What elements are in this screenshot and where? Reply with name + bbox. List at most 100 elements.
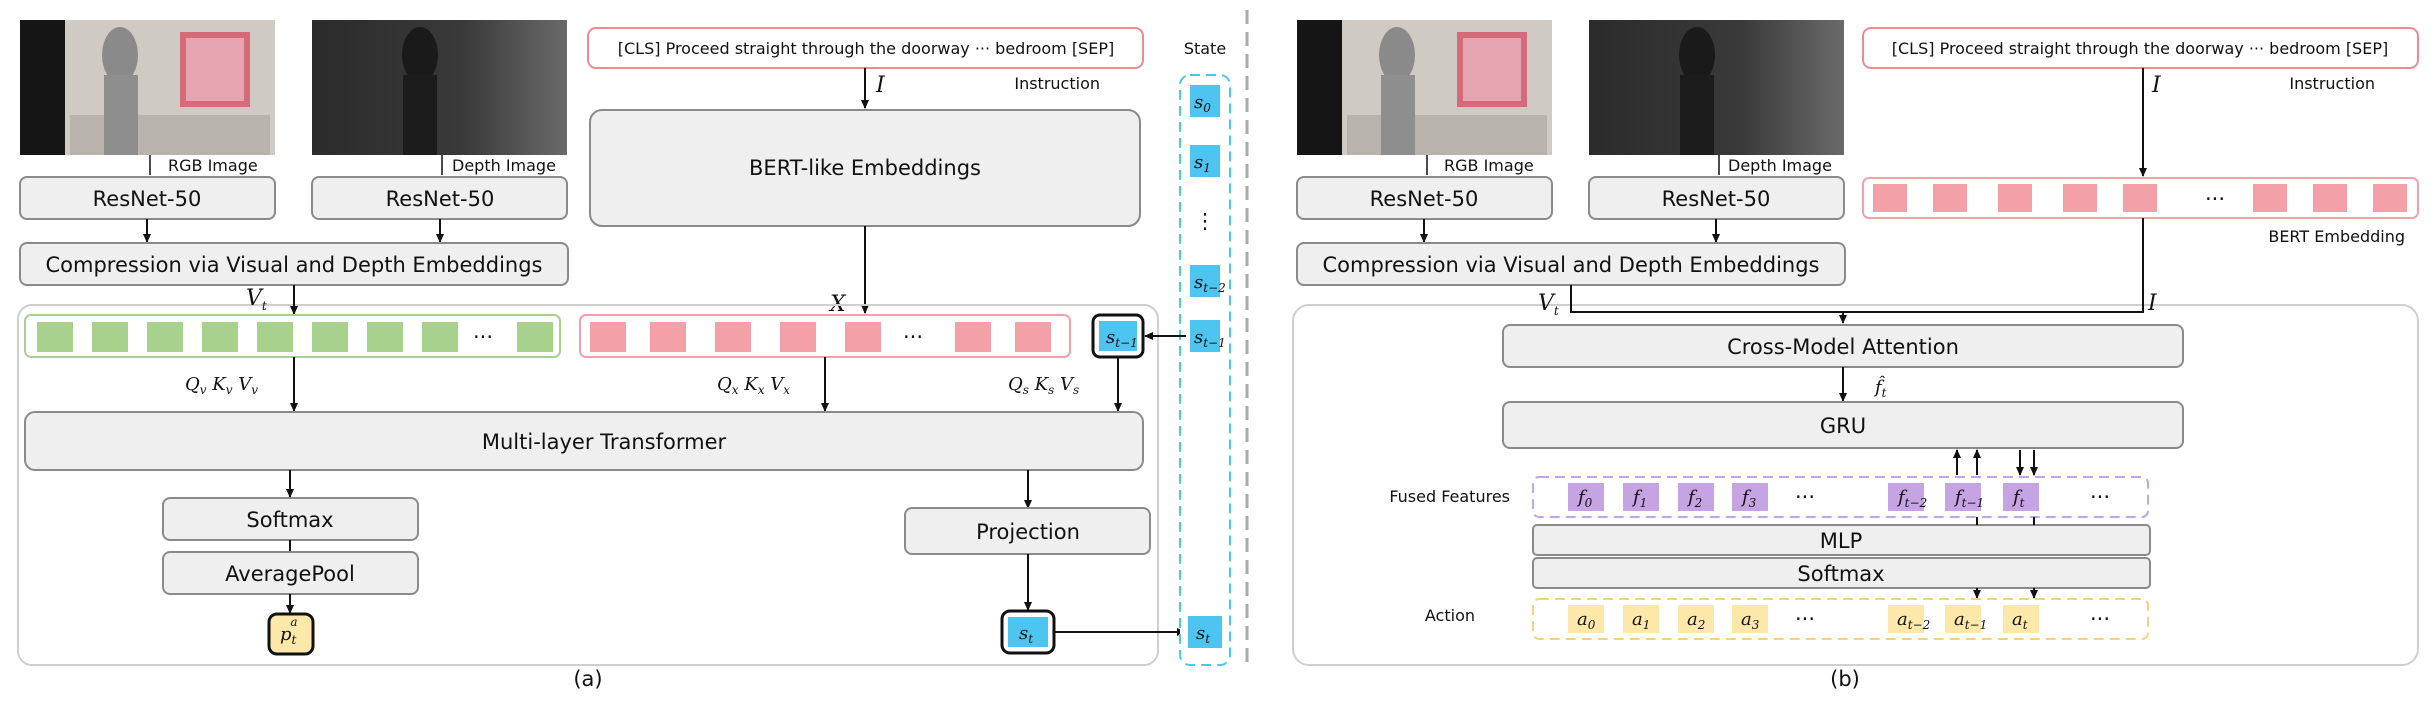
fhat-label: f̂t [1873, 375, 1887, 400]
mlp-label: MLP [1820, 529, 1862, 553]
bert-token-6 [2313, 184, 2347, 212]
i-var-b: I [2147, 291, 2158, 316]
qkv-x-label: Qx Kx Vx [717, 374, 790, 397]
visual-token-4 [257, 322, 293, 352]
fused-token-6 [1945, 483, 1981, 511]
instruction-label-a: Instruction [1014, 74, 1100, 93]
bert-token-0 [1873, 184, 1907, 212]
fused-token-2 [1678, 483, 1714, 511]
language-token-3 [780, 322, 816, 352]
caption-b: (b) [1830, 667, 1860, 691]
bert-token-3 [2063, 184, 2097, 212]
language-token-0 [590, 322, 626, 352]
language-token-4 [845, 322, 881, 352]
action-token-7 [2003, 605, 2039, 633]
rgb-image-b [1297, 20, 1552, 155]
bert-token-2 [1998, 184, 2032, 212]
instruction-text-a: [CLS] Proceed straight through the doorw… [618, 39, 1114, 58]
state-item-4 [1190, 320, 1220, 352]
fused-features-label: Fused Features [1389, 487, 1510, 506]
resnet-rgb-label-b: ResNet-50 [1370, 187, 1479, 211]
state-item-3 [1190, 265, 1220, 297]
panel-b: RGB Image Depth Image ResNet-50 ResNet-5… [1292, 20, 2419, 691]
qkv-v-label: Qv Kv Vv [185, 374, 258, 397]
fused-ellipsis-2: ··· [2090, 485, 2110, 509]
transformer-label: Multi-layer Transformer [482, 430, 727, 454]
vt-var-a: Vt [246, 286, 267, 313]
bert-token-7 [2373, 184, 2407, 212]
action-ellipsis-2: ··· [2090, 607, 2110, 631]
mlp-box [1532, 524, 2151, 556]
action-token-3 [1732, 605, 1768, 633]
bert-token-5 [2253, 184, 2287, 212]
state-buffer [1179, 74, 1231, 666]
state-current-token [1008, 617, 1048, 647]
state-item-1 [1190, 145, 1220, 177]
fused-token-7 [2003, 483, 2039, 511]
visual-token-5 [312, 322, 348, 352]
language-tokens: ··· [590, 322, 1051, 352]
language-token-6 [1015, 322, 1051, 352]
bert-embedding-label: BERT Embedding [2268, 227, 2405, 246]
action-ellipsis: ··· [1795, 607, 1815, 631]
visual-token-3 [202, 322, 238, 352]
action-token-1 [1623, 605, 1659, 633]
compression-label-b: Compression via Visual and Depth Embeddi… [1323, 253, 1820, 277]
language-token-ellipsis: ··· [903, 325, 923, 349]
softmax-label-b: Softmax [1797, 562, 1884, 586]
bert-label-a: BERT-like Embeddings [749, 156, 981, 180]
state-item-last [1188, 616, 1222, 648]
visual-token-0 [37, 322, 73, 352]
state-ellipsis: ⋮ [1195, 209, 1216, 233]
language-token-1 [650, 322, 686, 352]
projection-label: Projection [976, 520, 1080, 544]
depth-image-label-a: Depth Image [452, 156, 556, 175]
main-container-a [17, 304, 1159, 666]
fused-token-3 [1732, 483, 1768, 511]
depth-image-label-b: Depth Image [1728, 156, 1832, 175]
action-token-0 [1568, 605, 1604, 633]
softmax-label-a: Softmax [246, 508, 333, 532]
visual-token-7 [422, 322, 458, 352]
main-container-b [1292, 304, 2419, 666]
language-token-5 [955, 322, 991, 352]
cross-attention-label: Cross-Model Attention [1727, 335, 1959, 359]
averagepool-label: AveragePool [225, 562, 355, 586]
instruction-label-b: Instruction [2289, 74, 2375, 93]
action-prob-node [267, 612, 315, 656]
state-title: State [1184, 39, 1226, 58]
bert-embedding-tokens: ··· [1873, 184, 2407, 212]
instruction-var-b: I [2151, 73, 2162, 98]
language-token-2 [715, 322, 751, 352]
panel-a: RGB Image Depth Image ResNet-50 ResNet-5… [17, 20, 1186, 691]
visual-token-2 [147, 322, 183, 352]
action-token-6 [1945, 605, 1981, 633]
gru-label: GRU [1820, 414, 1866, 438]
bert-token-1 [1933, 184, 1967, 212]
state-prev-label: st−1 [1106, 327, 1138, 350]
resnet-depth-label-b: ResNet-50 [1662, 187, 1771, 211]
softmax-box-b [1532, 557, 2151, 589]
visual-token-8 [517, 322, 553, 352]
caption-a: (a) [573, 667, 602, 691]
rgb-image-label-b: RGB Image [1444, 156, 1534, 175]
action-label: Action [1425, 606, 1475, 625]
bert-token-4 [2123, 184, 2157, 212]
state-item-0 [1190, 85, 1220, 117]
depth-image-b [1589, 20, 1844, 155]
resnet-rgb-label-a: ResNet-50 [93, 187, 202, 211]
rgb-image-a [20, 20, 275, 155]
fused-token-0 [1568, 483, 1604, 511]
bert-token-ellipsis: ··· [2205, 187, 2225, 211]
visual-tokens: ··· [37, 322, 553, 352]
gru-box [1502, 401, 2184, 449]
instruction-text-b: [CLS] Proceed straight through the doorw… [1892, 39, 2388, 58]
instruction-box-b [1862, 27, 2419, 69]
fused-ellipsis: ··· [1795, 485, 1815, 509]
transformer-box [24, 411, 1144, 471]
